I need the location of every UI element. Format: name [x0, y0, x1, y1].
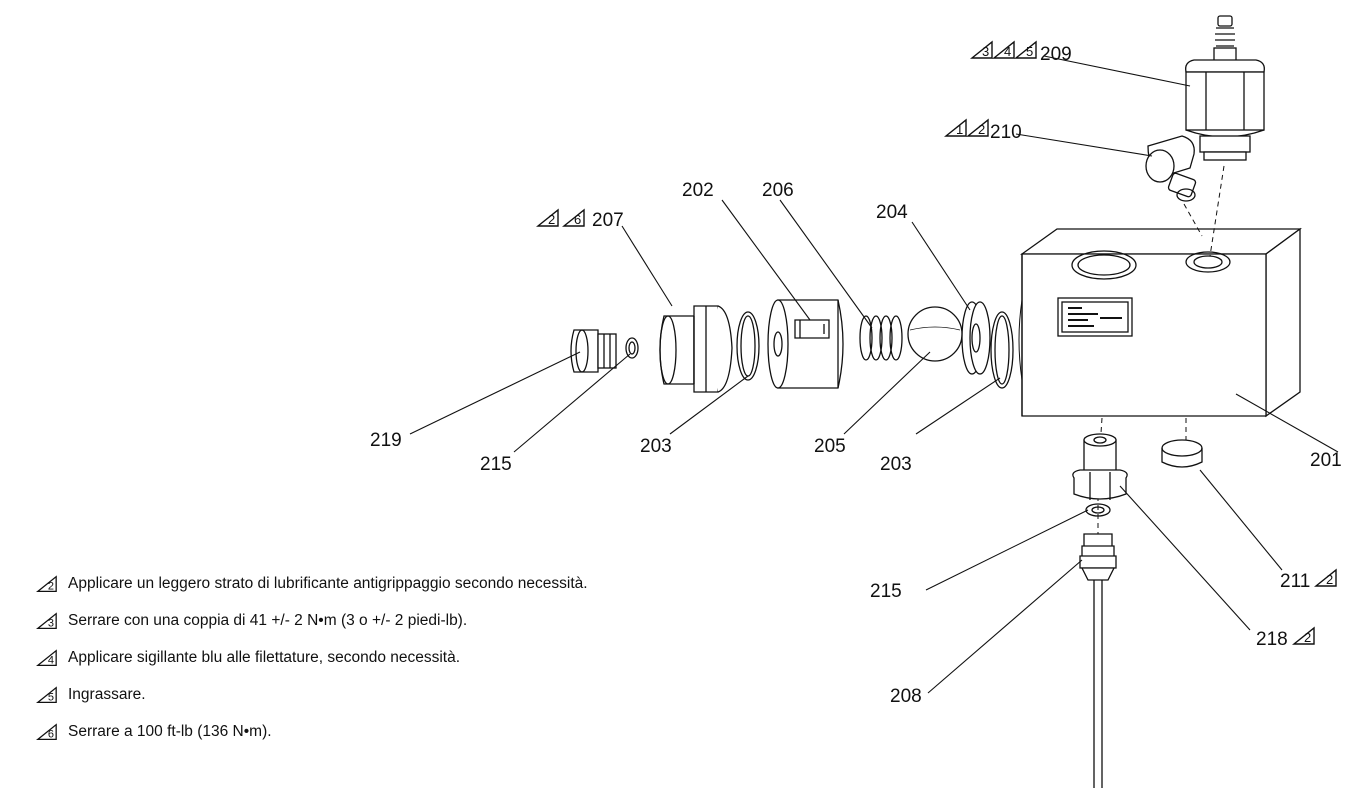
note-text: Serrare con una coppia di 41 +/- 2 N•m (…: [68, 612, 468, 629]
marker-1: 1: [956, 122, 963, 137]
leader-lines: [409, 55, 1339, 694]
svg-text:5: 5: [48, 692, 54, 704]
label-211: 211: [1280, 571, 1310, 592]
note-text: Serrare a 100 ft-lb (136 N•m).: [68, 723, 272, 740]
o-ring-215b: [1085, 503, 1111, 517]
label-207: 207: [592, 210, 624, 231]
callout-210-markers: 1 2: [945, 119, 989, 137]
label-203-left: 203: [640, 436, 672, 457]
callout-218-marker: 2: [1293, 627, 1315, 645]
marker-5: 5: [1026, 44, 1033, 59]
marker-6: 6: [574, 212, 581, 227]
marker-triangle-icon: 6: [36, 723, 57, 741]
ball-205: [907, 306, 963, 362]
label-202: 202: [682, 180, 714, 201]
label-205: 205: [814, 436, 846, 457]
cap-211: [1161, 439, 1203, 468]
label-210: 210: [990, 122, 1022, 143]
svg-text:2: 2: [1304, 630, 1311, 645]
marker-2: 2: [978, 122, 985, 137]
label-209: 209: [1040, 44, 1072, 65]
marker-2: 2: [548, 212, 555, 227]
callout-211-marker: 2: [1315, 569, 1337, 587]
marker-4: 4: [1004, 44, 1011, 59]
svg-text:6: 6: [48, 729, 54, 741]
note-3: 3 Serrare con una coppia di 41 +/- 2 N•m…: [36, 608, 467, 634]
note-5: 5 Ingrassare.: [36, 682, 146, 708]
label-215-upper: 215: [480, 454, 512, 475]
note-4: 4 Applicare sigillante blu alle filettat…: [36, 645, 460, 671]
note-text: Applicare sigillante blu alle filettatur…: [68, 649, 461, 666]
label-206: 206: [762, 180, 794, 201]
o-ring-215: [625, 337, 639, 359]
plug-219: [570, 329, 617, 373]
seat-204: [961, 301, 991, 375]
callout-207-markers: 2 6: [537, 209, 585, 227]
nut-207: [659, 305, 733, 393]
svg-text:3: 3: [48, 618, 54, 630]
svg-text:4: 4: [48, 655, 54, 667]
note-6: 6 Serrare a 100 ft-lb (136 N•m).: [36, 719, 272, 745]
marker-triangle-icon: 4: [36, 649, 57, 667]
label-204: 204: [876, 202, 908, 223]
note-2: 2 Applicare un leggero strato di lubrifi…: [36, 571, 588, 597]
note-text: Applicare un leggero strato di lubrifica…: [68, 575, 588, 592]
marker-triangle-icon: 5: [36, 686, 57, 704]
label-201: 201: [1310, 450, 1342, 471]
cage-202: [767, 299, 844, 389]
marker-triangle-icon: 2: [36, 575, 57, 593]
svg-text:2: 2: [48, 581, 54, 593]
o-ring-203b: [990, 311, 1014, 389]
svg-text:2: 2: [1326, 572, 1333, 587]
marker-triangle-icon: 3: [36, 612, 57, 630]
callout-209-markers: 3 4 5: [971, 41, 1037, 59]
label-219: 219: [370, 430, 402, 451]
adapter-218: [1072, 433, 1128, 500]
marker-3: 3: [982, 44, 989, 59]
elbow-210: [1145, 135, 1197, 202]
label-208: 208: [890, 686, 922, 707]
valve-body-201: [1018, 227, 1302, 418]
o-ring-203a: [736, 311, 760, 381]
fitting-209: [1185, 15, 1265, 161]
label-203-right: 203: [880, 454, 912, 475]
spring-206: [859, 315, 903, 361]
label-215-lower: 215: [870, 581, 902, 602]
probe-208: [1079, 533, 1117, 788]
note-text: Ingrassare.: [68, 686, 146, 703]
label-218: 218: [1256, 629, 1288, 650]
